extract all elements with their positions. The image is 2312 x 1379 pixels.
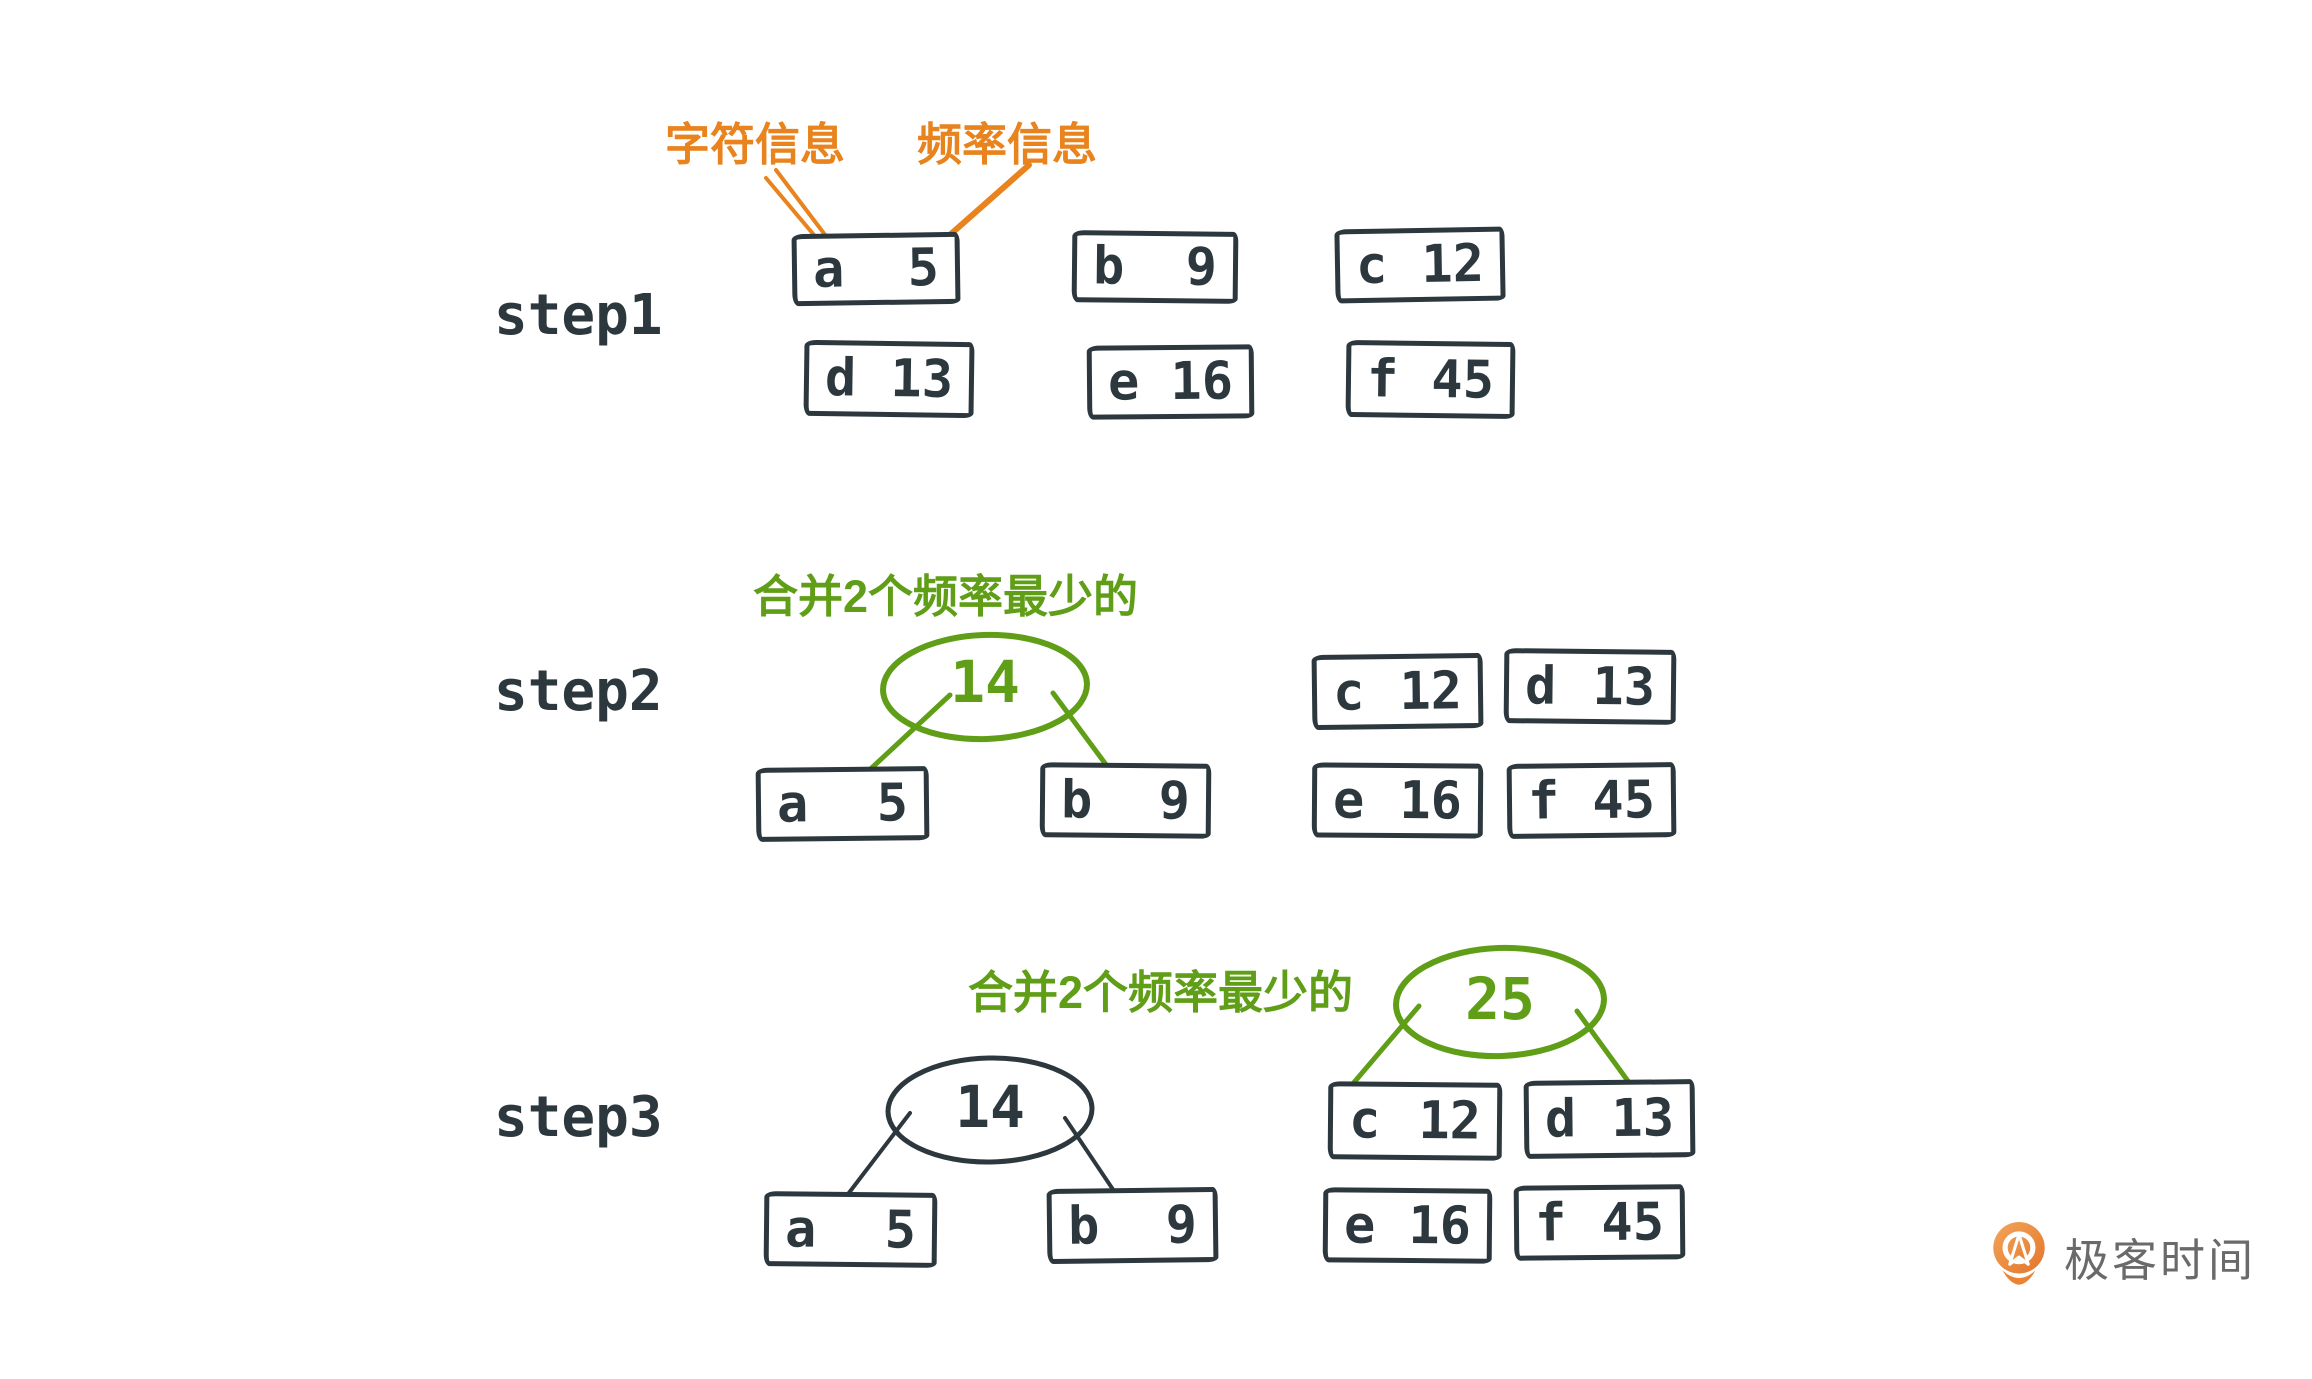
node-char: c	[1355, 235, 1388, 297]
step2-node-d: d 13	[1503, 648, 1677, 725]
step3-node-f: f 45	[1513, 1184, 1686, 1261]
geektime-logo-icon	[1993, 1222, 2045, 1285]
step1-node-e: e 16	[1086, 344, 1255, 420]
node-char: e	[1107, 352, 1140, 413]
node-freq: 16	[1399, 770, 1463, 831]
node-freq: 45	[1601, 1191, 1665, 1253]
step3-edge25-left	[1342, 1003, 1422, 1096]
step1-node-c: c 12	[1334, 226, 1506, 304]
step2-node-f: f 45	[1506, 762, 1677, 839]
node-freq: 16	[1170, 351, 1234, 412]
step2-merge-hint: 合并2个频率最少的	[753, 571, 1139, 622]
step3-node-e: e 16	[1322, 1187, 1493, 1264]
step2-merged-ellipse	[880, 631, 1090, 743]
step2-node-c: c 12	[1311, 652, 1484, 731]
step1-label: step1	[494, 283, 663, 348]
node-char: c	[1332, 661, 1365, 723]
node-freq: 5	[907, 238, 940, 299]
node-freq: 13	[1592, 656, 1656, 718]
geektime-logo-text: 极客时间	[2064, 1234, 2257, 1286]
node-char: f	[1527, 770, 1560, 832]
step3-node-d: d 13	[1523, 1079, 1696, 1159]
node-char: a	[812, 239, 845, 300]
step1-node-f: f 45	[1345, 339, 1516, 420]
node-freq: 45	[1592, 769, 1656, 831]
step3-merged25-ellipse	[1393, 944, 1607, 1060]
node-freq: 45	[1431, 349, 1495, 411]
step3-node-c: c 12	[1327, 1081, 1503, 1161]
node-freq: 12	[1399, 660, 1463, 722]
node-freq: 12	[1418, 1091, 1482, 1152]
node-freq: 9	[1165, 1194, 1198, 1256]
node-char: d	[824, 348, 857, 409]
step3-merged14-ellipse	[885, 1055, 1095, 1165]
step2-label: step2	[494, 659, 663, 724]
step2-node-e: e 16	[1311, 762, 1484, 839]
geektime-logo: 极客时间	[1986, 1220, 2256, 1292]
step3-merged14-value: 14	[955, 1073, 1025, 1141]
node-freq: 16	[1408, 1195, 1472, 1257]
node-freq: 9	[1158, 770, 1191, 832]
step3-edge14-right	[1063, 1116, 1118, 1196]
node-char: f	[1366, 348, 1399, 410]
node-freq: 13	[1611, 1088, 1675, 1149]
node-freq: 5	[884, 1199, 917, 1261]
step2-edge-left	[860, 692, 953, 779]
node-char: b	[1067, 1195, 1100, 1257]
freq-info-label: 频率信息	[917, 119, 1098, 170]
step3-merged25-value: 25	[1465, 965, 1535, 1033]
char-info-label: 字符信息	[665, 119, 846, 170]
node-char: c	[1348, 1090, 1381, 1151]
step2-merged-value: 14	[950, 648, 1020, 716]
node-freq: 9	[1185, 237, 1218, 298]
node-char: a	[784, 1198, 817, 1260]
step3-edge25-right	[1574, 1008, 1636, 1091]
step2-edge-right	[1050, 690, 1113, 773]
step3-merge-hint: 合并2个频率最少的	[968, 967, 1354, 1018]
node-char: f	[1534, 1192, 1567, 1254]
node-char: b	[1092, 236, 1125, 297]
node-char: a	[776, 774, 809, 835]
node-char: b	[1060, 769, 1093, 831]
node-char: d	[1524, 655, 1557, 717]
node-freq: 5	[876, 773, 909, 834]
step3-label: step3	[494, 1085, 663, 1150]
node-freq: 12	[1420, 233, 1485, 295]
step3-edge14-left	[843, 1111, 912, 1200]
step1-node-d: d 13	[803, 339, 975, 419]
node-freq: 13	[889, 349, 954, 410]
node-char: e	[1343, 1194, 1376, 1256]
node-char: e	[1332, 770, 1365, 831]
node-char: d	[1544, 1089, 1577, 1150]
